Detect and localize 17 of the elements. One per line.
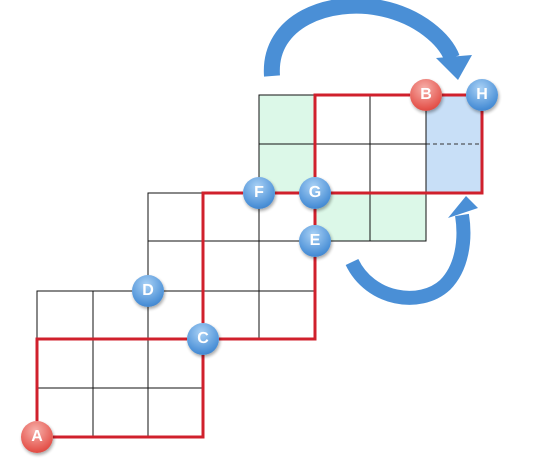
path-line	[275, 192, 299, 194]
path-line	[219, 257, 316, 340]
point-marker: H	[466, 79, 498, 111]
path-line	[331, 111, 484, 194]
point-marker: A	[21, 421, 53, 453]
path-line	[314, 209, 316, 225]
point-marker: B	[410, 79, 442, 111]
point-marker: F	[243, 177, 275, 209]
point-marker: D	[132, 275, 164, 307]
path-line	[442, 94, 466, 96]
path-line	[202, 192, 243, 323]
path-line	[36, 338, 187, 421]
path-line	[314, 94, 410, 177]
path-line	[53, 355, 204, 438]
point-marker: E	[299, 225, 331, 257]
point-marker: C	[187, 323, 219, 355]
point-marker: G	[299, 177, 331, 209]
